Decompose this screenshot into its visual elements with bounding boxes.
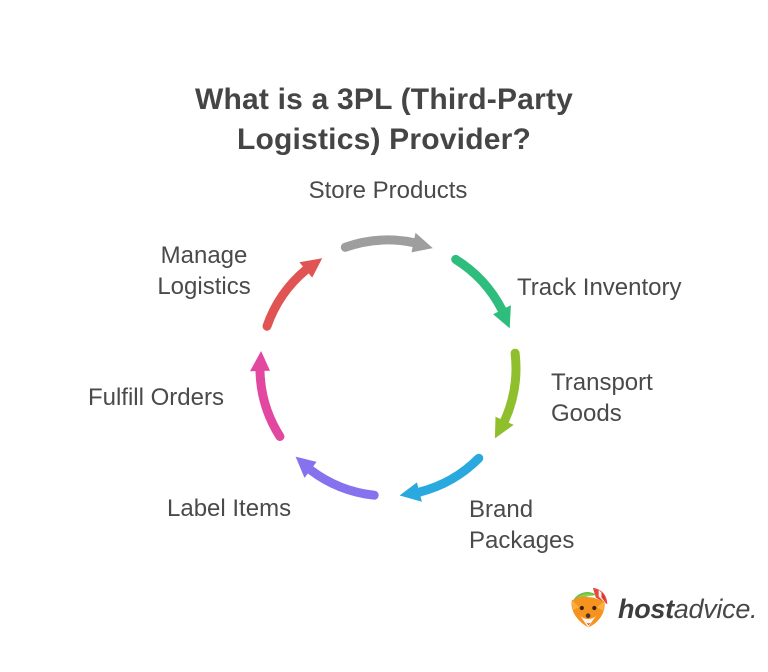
arrow-arc-transport-goods — [500, 348, 521, 426]
arrow-arc-brand-packages — [414, 453, 484, 497]
step-label-fulfill-orders: Fulfill Orders — [87, 384, 224, 411]
arrow-head-brand-packages — [399, 482, 422, 502]
arrow-head-manage-logistics — [299, 258, 323, 278]
arrow-head-track-inventory — [493, 305, 511, 329]
step-label-manage-logistics: Manage Logistics — [157, 242, 251, 300]
arrow-arc-store-products — [340, 235, 418, 252]
arrow-head-label-items — [295, 456, 317, 478]
fox-mascot-icon — [571, 587, 608, 628]
logo-word-host: host — [618, 593, 674, 624]
arrow-arc-track-inventory — [451, 254, 507, 315]
arrow-arc-label-items — [306, 465, 379, 500]
arrow-head-store-products — [411, 232, 433, 253]
step-label-brand-packages: Brand Packages — [469, 496, 575, 554]
step-label-store-products: Store Products — [308, 177, 468, 204]
arrow-head-transport-goods — [494, 416, 514, 439]
step-label-track-inventory: Track Inventory — [517, 274, 682, 301]
arrow-arc-manage-logistics — [262, 265, 311, 331]
arrow-head-fulfill-orders — [250, 351, 270, 372]
step-label-transport-goods: Transport Goods — [551, 369, 653, 427]
logo-wordmark: hostadvice. — [618, 593, 758, 625]
step-label-label-items: Label Items — [167, 495, 292, 522]
page-title: What is a 3PL (Third-Party Logistics) Pr… — [194, 83, 574, 157]
logo-word-advice: advice. — [673, 593, 758, 624]
hostadvice-logo: hostadvice. — [567, 586, 758, 632]
arrow-arc-fulfill-orders — [255, 366, 285, 441]
